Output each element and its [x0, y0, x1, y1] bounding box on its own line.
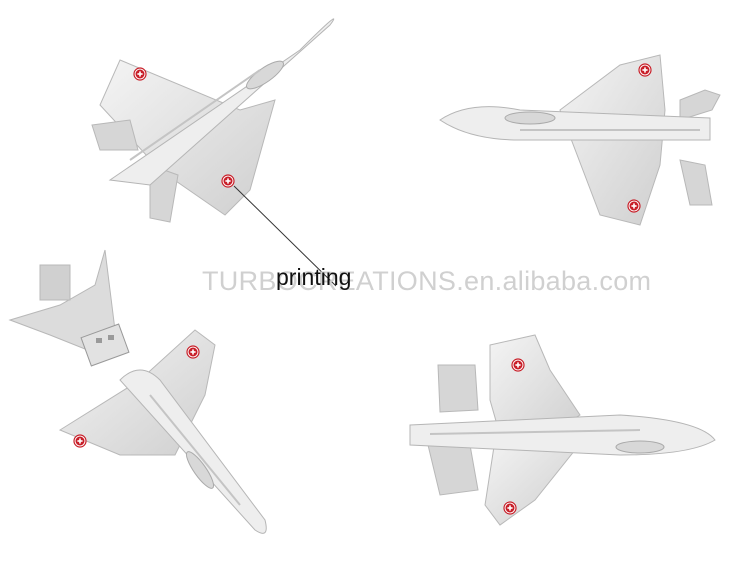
jet-bottom-left-separated: [8, 249, 267, 534]
jet-top-left: [91, 18, 335, 223]
roundel-icon: [511, 358, 525, 372]
roundel-icon: [133, 67, 147, 81]
printing-callout-label: printing: [276, 264, 352, 290]
roundel-icon: [186, 345, 200, 359]
roundel-icon: [503, 501, 517, 515]
roundel-icon: [73, 434, 87, 448]
callout-leader-line: [233, 185, 337, 287]
watermark-text: TURBOCREATIONS.en.alibaba.com: [202, 266, 652, 296]
roundel-icon: [627, 199, 641, 213]
jet-bottom-right: [409, 334, 716, 526]
jet-top-right: [439, 54, 721, 226]
usb-connector: [80, 323, 130, 367]
roundel-icon: [221, 174, 235, 188]
roundel-icon: [638, 63, 652, 77]
